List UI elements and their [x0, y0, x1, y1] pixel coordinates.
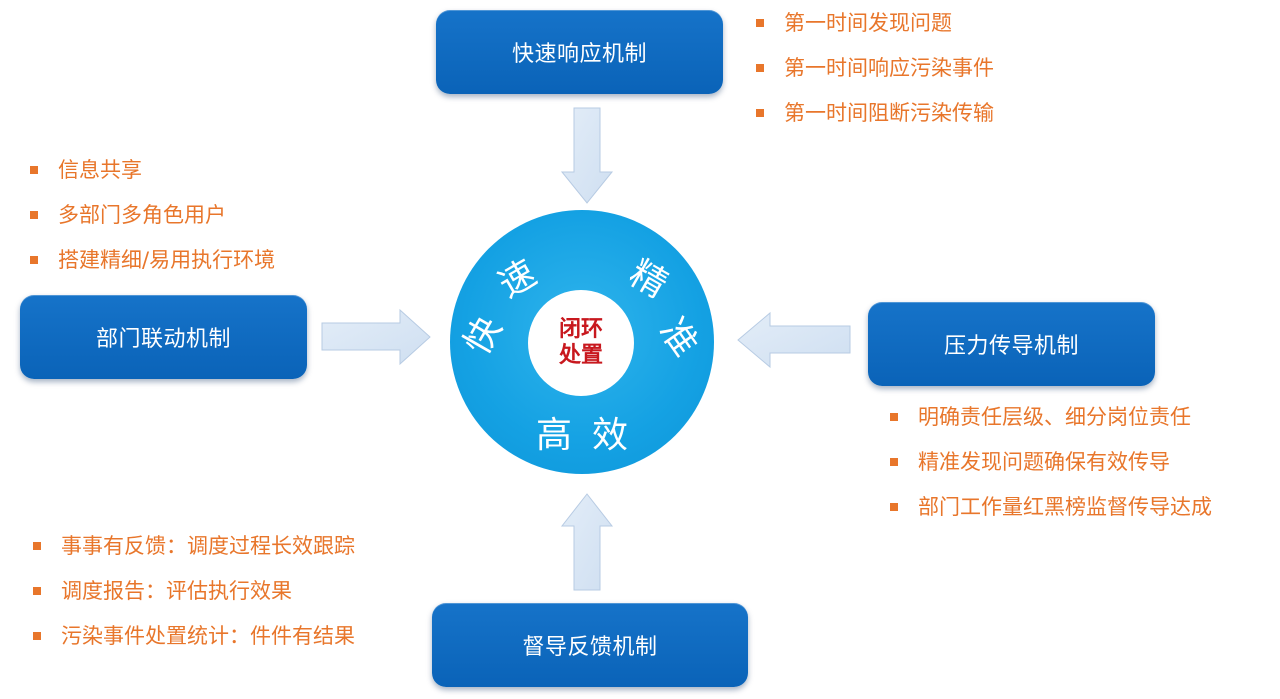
- bullet-square-icon: [756, 109, 764, 117]
- center-core: 闭环 处置: [528, 290, 634, 396]
- list-item: 第一时间响应污染事件: [756, 57, 994, 79]
- arrow-left-right: [321, 308, 431, 366]
- mechanism-box-pressure-transmission: 压力传导机制: [868, 302, 1155, 386]
- bullet-list-right: 明确责任层级、细分岗位责任 精准发现问题确保有效传导 部门工作量红黑榜监督传导达…: [890, 406, 1212, 541]
- center-title-line2: 处置: [558, 343, 603, 368]
- list-item: 搭建精细/易用执行环境: [30, 249, 275, 271]
- bullet-square-icon: [30, 166, 38, 174]
- list-item: 精准发现问题确保有效传导: [890, 451, 1212, 473]
- list-item: 第一时间阻断污染传输: [756, 102, 994, 124]
- bullet-square-icon: [33, 632, 41, 640]
- mechanism-label: 督导反馈机制: [522, 635, 658, 660]
- list-item: 部门工作量红黑榜监督传导达成: [890, 496, 1212, 518]
- center-title-line1: 闭环: [558, 317, 603, 342]
- mechanism-box-supervision-feedback: 督导反馈机制: [432, 603, 748, 687]
- bullet-square-icon: [890, 458, 898, 466]
- bullet-list-bottom: 事事有反馈：调度过程长效跟踪 调度报告：评估执行效果 污染事件处置统计：件件有结…: [33, 535, 355, 670]
- bullet-square-icon: [30, 211, 38, 219]
- list-item: 污染事件处置统计：件件有结果: [33, 625, 355, 647]
- mechanism-box-department-linkage: 部门联动机制: [20, 295, 307, 379]
- list-item: 第一时间发现问题: [756, 12, 994, 34]
- list-item: 多部门多角色用户: [30, 204, 275, 226]
- bullet-square-icon: [890, 413, 898, 421]
- bullet-square-icon: [756, 64, 764, 72]
- bullet-square-icon: [890, 503, 898, 511]
- bullet-list-top: 第一时间发现问题 第一时间响应污染事件 第一时间阻断污染传输: [756, 12, 994, 147]
- mechanism-label: 快速响应机制: [511, 42, 647, 67]
- bullet-square-icon: [33, 587, 41, 595]
- bullet-list-left: 信息共享 多部门多角色用户 搭建精细/易用执行环境: [30, 159, 275, 294]
- bullet-square-icon: [30, 256, 38, 264]
- list-item: 信息共享: [30, 159, 275, 181]
- mechanism-label: 压力传导机制: [943, 334, 1079, 359]
- list-item: 事事有反馈：调度过程长效跟踪: [33, 535, 355, 557]
- ring-char-gaoxiao: 高效: [536, 415, 649, 456]
- arrow-top-down: [560, 107, 614, 204]
- bullet-square-icon: [33, 542, 41, 550]
- list-item: 调度报告：评估执行效果: [33, 580, 355, 602]
- mechanism-label: 部门联动机制: [95, 327, 231, 352]
- arrow-right-left: [737, 311, 851, 369]
- list-item: 明确责任层级、细分岗位责任: [890, 406, 1212, 428]
- arrow-bottom-up: [560, 493, 614, 591]
- bullet-square-icon: [756, 19, 764, 27]
- mechanism-box-rapid-response: 快速响应机制: [436, 10, 723, 94]
